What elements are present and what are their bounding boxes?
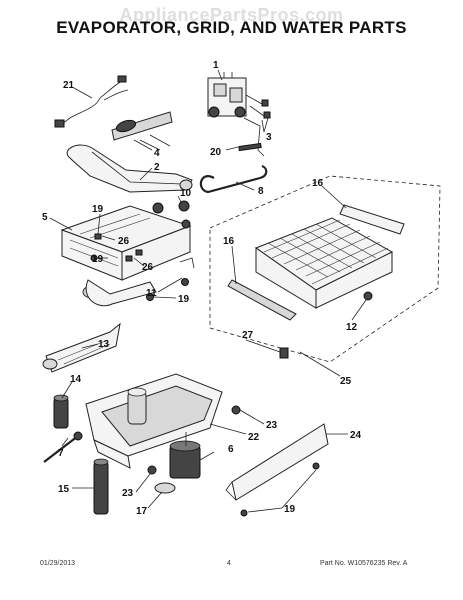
page-title: EVAPORATOR, GRID, AND WATER PARTS xyxy=(56,18,407,37)
ice-grid-assembly-box xyxy=(209,175,441,363)
callout-1: 1 xyxy=(213,60,219,71)
screw-part-12 xyxy=(363,291,373,301)
fitting-part-23b xyxy=(147,465,157,475)
clips-part-26 xyxy=(94,233,143,262)
callout-labels: 21 1 3 20 4 2 8 10 16 5 19 26 19 26 11 1… xyxy=(42,60,362,517)
callout-26-upper: 26 xyxy=(118,236,130,247)
fitting-part-23a xyxy=(231,405,241,415)
callout-15: 15 xyxy=(58,484,70,495)
callout-26-lower: 26 xyxy=(142,262,154,273)
callout-16-side: 16 xyxy=(223,236,235,247)
callout-27: 27 xyxy=(242,330,254,341)
callout-17: 17 xyxy=(136,506,148,517)
callout-13: 13 xyxy=(98,339,110,350)
fill-tube-part-14 xyxy=(53,394,69,429)
callout-19-middle: 19 xyxy=(92,254,104,265)
clip-part-27 xyxy=(279,347,289,359)
callout-21: 21 xyxy=(63,80,75,91)
wire-harness-part xyxy=(54,75,129,128)
callout-5: 5 xyxy=(42,212,48,223)
screws-part-11-19 xyxy=(90,254,195,301)
grid-cover-part xyxy=(227,204,405,321)
elbow-part-7 xyxy=(43,431,83,463)
callout-12: 12 xyxy=(346,322,358,333)
callout-20: 20 xyxy=(210,147,222,158)
callout-4: 4 xyxy=(154,148,160,159)
callout-6: 6 xyxy=(228,444,234,455)
footer-page-number: 4 xyxy=(227,560,231,567)
callout-10: 10 xyxy=(180,188,192,199)
callout-2: 2 xyxy=(154,162,160,173)
footer-date: 01/29/2013 xyxy=(40,560,76,567)
screw-part-19-bottom-a xyxy=(312,462,320,470)
callout-19-bottom: 19 xyxy=(284,504,296,515)
callout-23-lower: 23 xyxy=(122,488,134,499)
water-valve-part xyxy=(207,72,271,119)
water-tube-part xyxy=(199,164,268,194)
valve-wire-part xyxy=(238,117,265,157)
callout-8: 8 xyxy=(258,186,264,197)
panel-part-24 xyxy=(225,423,329,501)
callout-11: 11 xyxy=(146,288,157,299)
screw-part-19-bottom-b xyxy=(240,509,248,517)
callout-22: 22 xyxy=(248,432,260,443)
callout-16-top: 16 xyxy=(312,178,324,189)
callout-3: 3 xyxy=(266,132,272,143)
callout-14: 14 xyxy=(70,374,82,385)
evaporator-tube-part xyxy=(111,111,173,151)
callout-7: 7 xyxy=(58,448,64,459)
pump-part xyxy=(169,432,201,479)
tube-part-15 xyxy=(93,458,109,515)
footer-part-number: Part No. W10576235 Rev. A xyxy=(320,560,408,567)
callout-24: 24 xyxy=(350,430,362,441)
water-tray-part xyxy=(85,373,223,469)
callout-19-lower: 19 xyxy=(178,294,190,305)
callout-25: 25 xyxy=(340,376,352,387)
evaporator-coil-part xyxy=(66,144,193,193)
callout-23-upper: 23 xyxy=(266,420,278,431)
watermark: AppliancePartsPros.com xyxy=(119,5,344,25)
ice-grid-part xyxy=(254,217,394,309)
leader-lines xyxy=(49,69,367,513)
ring-part-17 xyxy=(154,482,176,494)
callout-19-upper: 19 xyxy=(92,204,104,215)
